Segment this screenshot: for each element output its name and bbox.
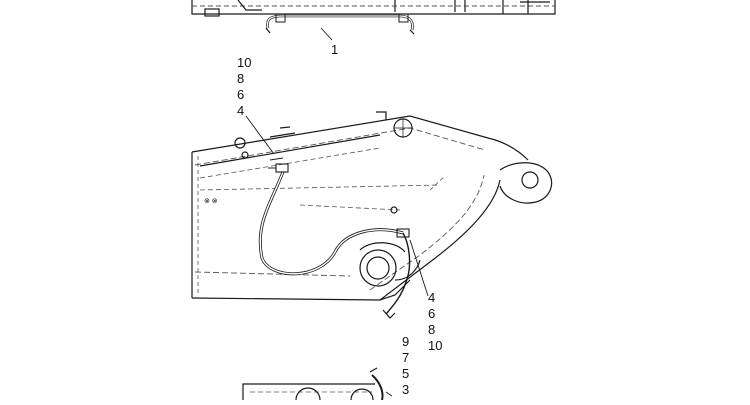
callout-lower-4: 10 — [428, 338, 443, 353]
callout-upper-3: 6 — [237, 87, 245, 102]
callout-upper-1: 10 — [237, 55, 252, 70]
callout-lower-2: 6 — [428, 306, 436, 321]
callout-lower-1: 4 — [428, 290, 436, 305]
hydraulic-hose — [258, 157, 411, 319]
callout-bottom-3: 5 — [402, 366, 410, 381]
callout-part-1: 1 — [331, 42, 339, 57]
callout-bottom-4: 3 — [402, 382, 410, 397]
callout-bottom-1: 9 — [402, 334, 410, 349]
callout-upper-4: 4 — [237, 103, 245, 118]
plate-marker: ⊗ ⊗ — [204, 198, 218, 205]
callout-upper-2: 8 — [237, 71, 245, 86]
leader-line-lower-stack — [409, 239, 429, 297]
leader-line-upper-stack — [245, 115, 275, 155]
callout-bottom-2: 7 — [402, 350, 410, 365]
top-hose — [265, 13, 415, 35]
leader-line-part-1 — [320, 27, 333, 41]
bottom-frame-view — [242, 367, 393, 405]
boom-arm-outline — [191, 111, 553, 301]
top-frame-view — [191, 0, 556, 17]
callout-lower-3: 8 — [428, 322, 436, 337]
